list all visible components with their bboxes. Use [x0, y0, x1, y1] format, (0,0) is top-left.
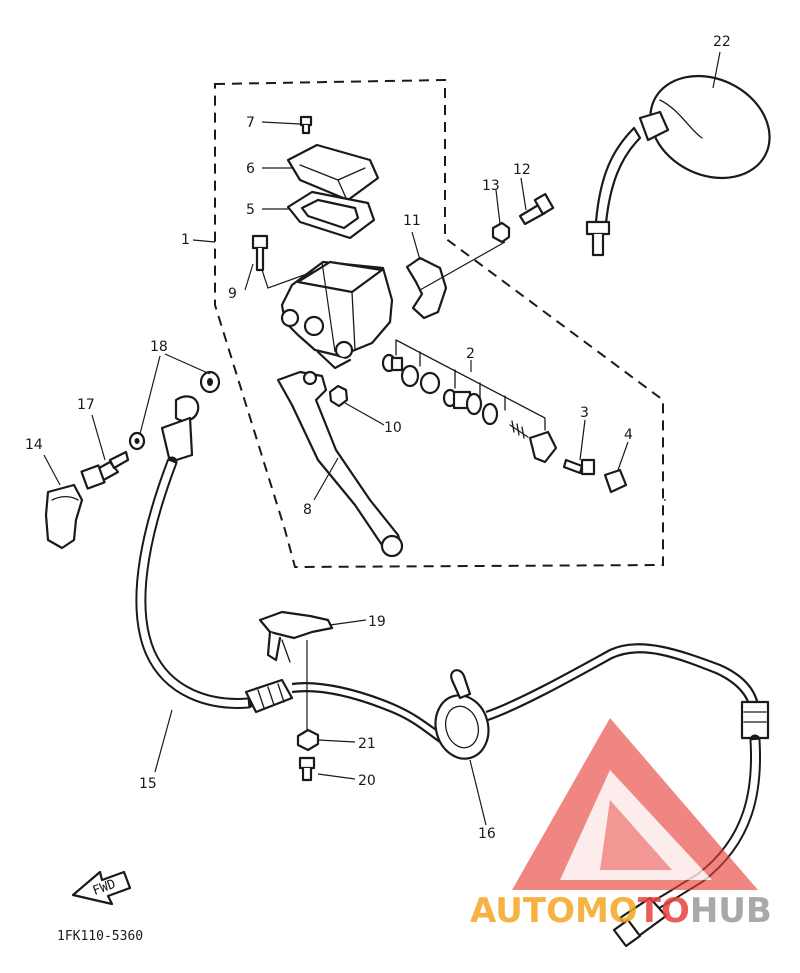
watermark-logo: AUTOMOTOHUB — [470, 718, 772, 931]
callout-20: 20 — [358, 773, 376, 789]
watermark-text: AUTOMOTOHUB — [470, 891, 772, 931]
master-cylinder-body — [280, 260, 394, 370]
callout-17: 17 — [77, 397, 95, 413]
union-bolt — [80, 450, 130, 490]
clutch-lever — [276, 370, 404, 558]
assembly-boundary — [214, 78, 664, 569]
callout-numbers: 1 2 3 4 5 6 7 8 9 10 11 12 13 14 15 16 1… — [25, 34, 731, 842]
callout-6: 6 — [246, 161, 255, 177]
holder-clamp — [405, 256, 448, 320]
callout-14: 14 — [25, 437, 43, 453]
mirror-bolt — [518, 192, 555, 226]
copper-washers — [128, 370, 221, 451]
holder-nut — [296, 728, 320, 752]
callout-5: 5 — [246, 202, 255, 218]
callout-13: 13 — [482, 178, 500, 194]
hose-clamp — [434, 669, 490, 760]
clutch-hose — [135, 395, 446, 743]
callout-21: 21 — [358, 736, 376, 752]
mirror — [585, 74, 771, 257]
diagram-code: 1FK110-5360 — [57, 929, 143, 944]
hose-holder — [258, 610, 334, 663]
nut — [491, 221, 511, 244]
reservoir-cap — [286, 143, 380, 202]
callout-15: 15 — [139, 776, 157, 792]
callout-18: 18 — [150, 339, 168, 355]
holder-bolt — [298, 756, 316, 782]
bolt — [251, 234, 269, 272]
callout-10: 10 — [384, 420, 402, 436]
leader-lines — [43, 51, 721, 826]
callout-2: 2 — [466, 346, 475, 362]
cap-screw — [299, 115, 313, 135]
lever-nut — [328, 384, 349, 408]
bleed-screw — [562, 458, 596, 476]
callout-4: 4 — [624, 427, 633, 443]
callout-12: 12 — [513, 162, 531, 178]
callout-22: 22 — [713, 34, 731, 50]
diaphragm-plate — [286, 190, 376, 240]
callout-19: 19 — [368, 614, 386, 630]
callout-8: 8 — [303, 502, 312, 518]
bleed-cap — [603, 468, 628, 494]
callout-3: 3 — [580, 405, 589, 421]
rubber-cover — [44, 483, 84, 550]
callout-1: 1 — [181, 232, 190, 248]
callout-16: 16 — [478, 826, 496, 842]
piston-kit — [381, 339, 558, 464]
callout-7: 7 — [246, 115, 255, 131]
forward-arrow-icon: FWD — [71, 870, 132, 906]
callout-9: 9 — [228, 286, 237, 302]
callout-11: 11 — [403, 213, 421, 229]
